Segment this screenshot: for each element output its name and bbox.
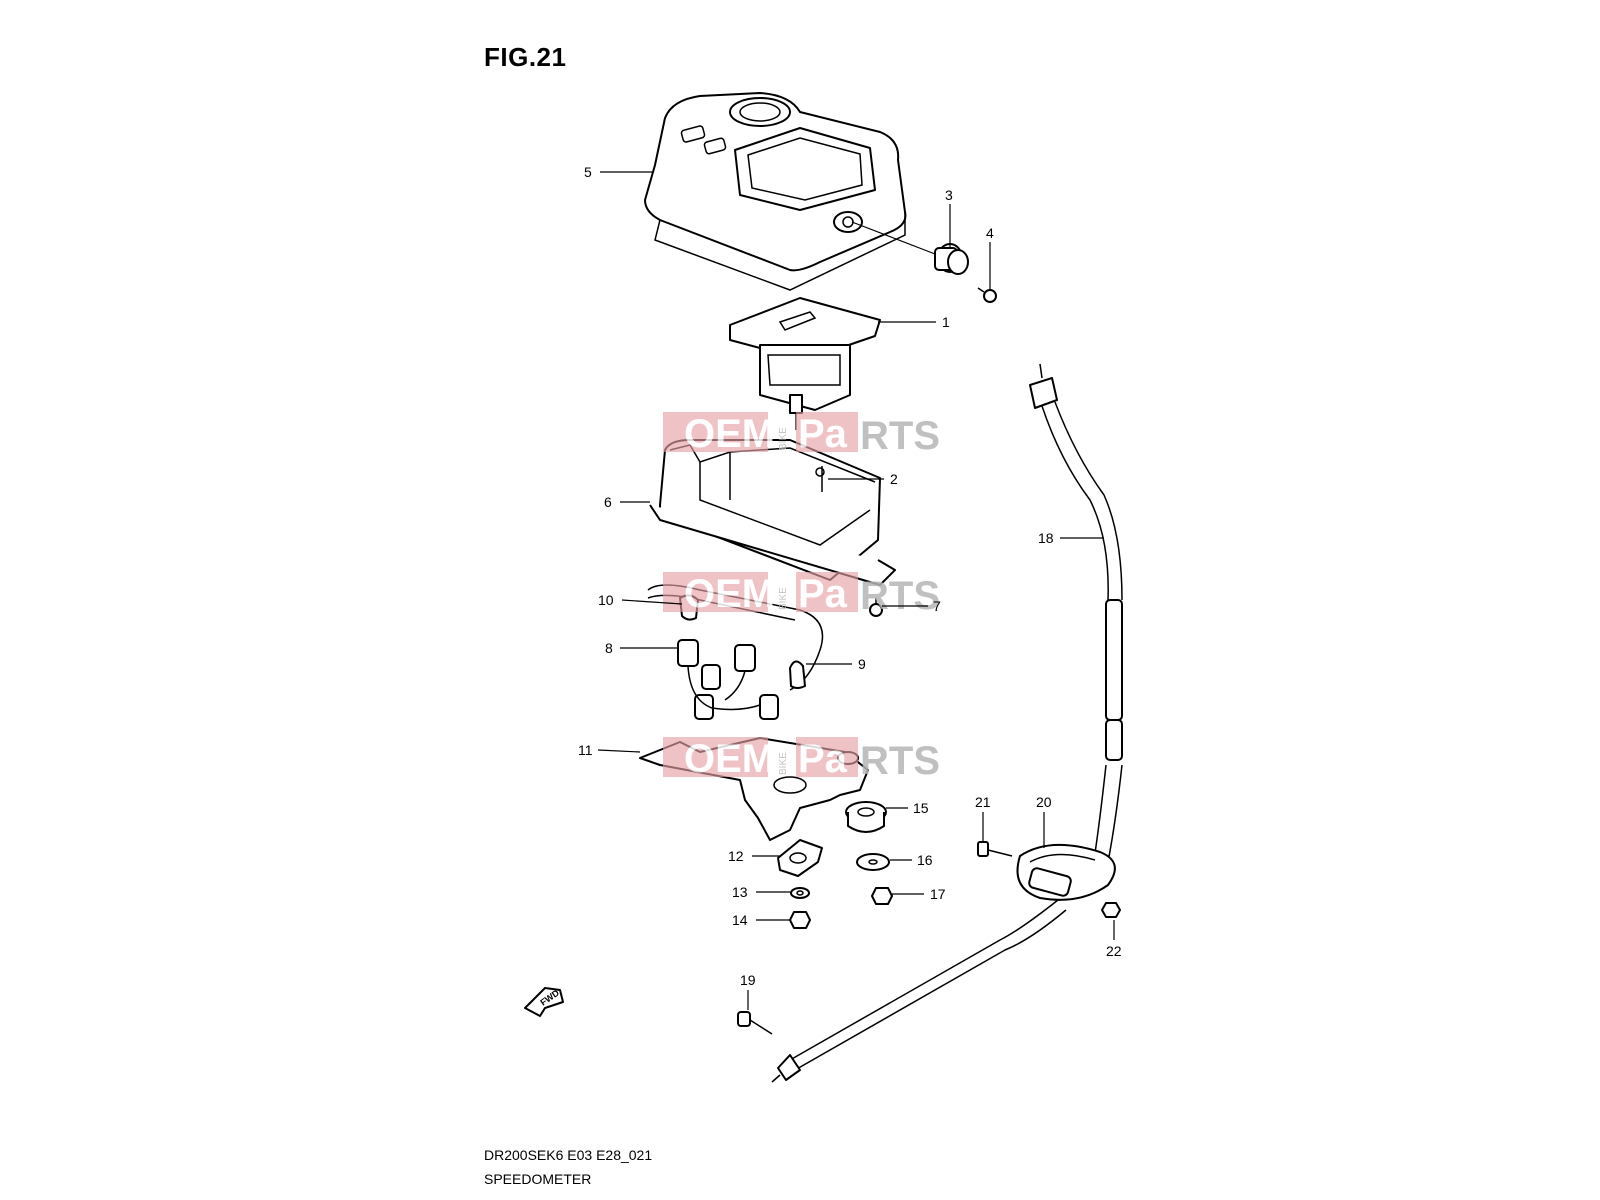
watermark-row-3: OEM BIKE Pa RTS xyxy=(663,737,940,783)
callout-15: 15 xyxy=(913,800,929,816)
callout-5: 5 xyxy=(584,164,592,180)
figure-title: FIG.21 xyxy=(484,42,567,72)
callout-6: 6 xyxy=(604,494,612,510)
watermark: OEM BIKE Pa RTS OEM BIKE Pa RTS OEM BIKE… xyxy=(663,412,940,783)
washer-part-16 xyxy=(856,853,890,871)
screw-part-4 xyxy=(977,287,997,303)
watermark-bike: BIKE xyxy=(778,752,789,775)
bolt-part-21 xyxy=(977,841,1013,857)
clamp-part xyxy=(777,839,823,877)
watermark-row-1: OEM BIKE Pa RTS xyxy=(663,412,940,458)
bulb-part xyxy=(789,660,806,689)
speedometer-cable-part xyxy=(771,363,1123,1083)
cable-clamp-part xyxy=(1016,843,1116,901)
watermark-oem: OEM xyxy=(684,572,775,616)
model-code: DR200SEK6 E03 E28_021 xyxy=(484,1147,653,1163)
callout-18: 18 xyxy=(1038,530,1054,546)
callout-3: 3 xyxy=(945,187,953,203)
callout-16: 16 xyxy=(917,852,933,868)
callout-7: 7 xyxy=(933,598,941,614)
grommet-part xyxy=(845,801,887,833)
callout-13: 13 xyxy=(732,884,748,900)
callout-21: 21 xyxy=(975,794,991,810)
nut-part-17 xyxy=(871,887,893,905)
callout-17: 17 xyxy=(930,886,946,902)
callout-10: 10 xyxy=(598,592,614,608)
callout-11: 11 xyxy=(578,742,593,758)
meter-case-part xyxy=(649,439,896,586)
nut-part-22 xyxy=(1101,902,1121,918)
leader-10 xyxy=(621,599,683,605)
screw-part-7 xyxy=(869,598,883,617)
watermark-bike: BIKE xyxy=(778,587,789,610)
watermark-oem: OEM xyxy=(684,412,775,456)
nut-part-14 xyxy=(789,911,811,929)
callout-1: 1 xyxy=(942,314,950,330)
cable-connector-part xyxy=(851,221,969,275)
callout-19: 19 xyxy=(740,972,756,988)
callout-8: 8 xyxy=(605,640,613,656)
watermark-oem: OEM xyxy=(684,737,775,781)
callout-20: 20 xyxy=(1036,794,1052,810)
watermark-pa: Pa xyxy=(798,412,848,456)
callout-2: 2 xyxy=(890,471,898,487)
watermark-bike: BIKE xyxy=(778,427,789,450)
assembly-name: SPEEDOMETER xyxy=(484,1171,592,1187)
forward-arrow-icon: FWD xyxy=(524,987,564,1017)
bolt-part-19 xyxy=(737,1011,773,1035)
callout-22: 22 xyxy=(1106,943,1122,959)
bulb-socket-part xyxy=(677,639,779,720)
leader-11 xyxy=(597,749,641,753)
watermark-parts: RTS xyxy=(860,574,940,618)
watermark-row-2: OEM BIKE Pa RTS xyxy=(663,572,940,618)
callout-9: 9 xyxy=(858,656,866,672)
washer-part-13 xyxy=(790,887,810,899)
meter-unit-part xyxy=(729,297,881,430)
watermark-parts: RTS xyxy=(860,414,940,458)
callouts: 1 2 3 4 5 6 7 8 9 10 11 12 13 14 15 16 1… xyxy=(578,164,1122,988)
leader-lines xyxy=(597,171,1115,1010)
meter-cover-part xyxy=(644,92,907,291)
watermark-pa: Pa xyxy=(798,737,848,781)
callout-4: 4 xyxy=(986,225,994,241)
watermark-parts: RTS xyxy=(860,739,940,783)
watermark-pa: Pa xyxy=(798,572,848,616)
callout-12: 12 xyxy=(728,848,744,864)
callout-14: 14 xyxy=(732,912,748,928)
